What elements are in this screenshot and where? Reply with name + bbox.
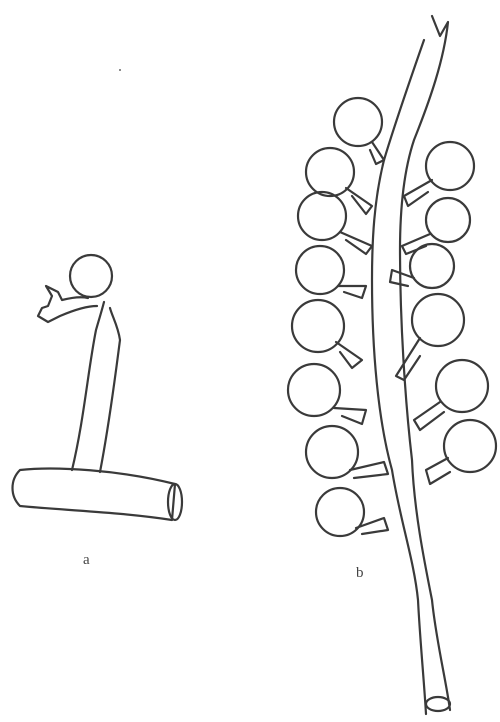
sporangium-stalk xyxy=(356,518,388,534)
main-axis xyxy=(372,16,450,714)
sporangium xyxy=(436,360,488,412)
panel-a-label: a xyxy=(83,553,90,568)
axis-cut-base xyxy=(426,697,450,711)
erect-stalk xyxy=(72,302,120,472)
sporangium-stalk xyxy=(396,338,420,380)
sporangium-stalk xyxy=(414,402,444,430)
sporangium-stalk xyxy=(346,188,372,214)
sporangium xyxy=(292,300,344,352)
sporangium xyxy=(288,364,340,416)
panel-b-drawing xyxy=(288,16,496,714)
ink-speck xyxy=(119,69,121,71)
horizontal-filament xyxy=(13,469,176,520)
panel-a-drawing xyxy=(13,255,183,520)
sporangium-stalk xyxy=(336,342,362,368)
sporangium xyxy=(334,98,382,146)
sporangium xyxy=(426,198,470,242)
sporangium xyxy=(410,244,454,288)
sporangium-stalk xyxy=(334,408,366,424)
sporangium xyxy=(426,142,474,190)
sporangium xyxy=(444,420,496,472)
right-sporangia xyxy=(390,142,496,484)
broken-branch xyxy=(38,286,97,322)
sporangium-stalk xyxy=(338,286,366,298)
sporangium xyxy=(298,192,346,240)
sporangium-stalk xyxy=(426,458,450,484)
sporangium-stalk xyxy=(370,142,384,164)
sporangium xyxy=(296,246,344,294)
terminal-sporangium xyxy=(70,255,112,297)
sporangium-stalk xyxy=(404,180,432,206)
panel-b-label: b xyxy=(356,566,364,581)
sporangium-stalk xyxy=(340,232,372,254)
